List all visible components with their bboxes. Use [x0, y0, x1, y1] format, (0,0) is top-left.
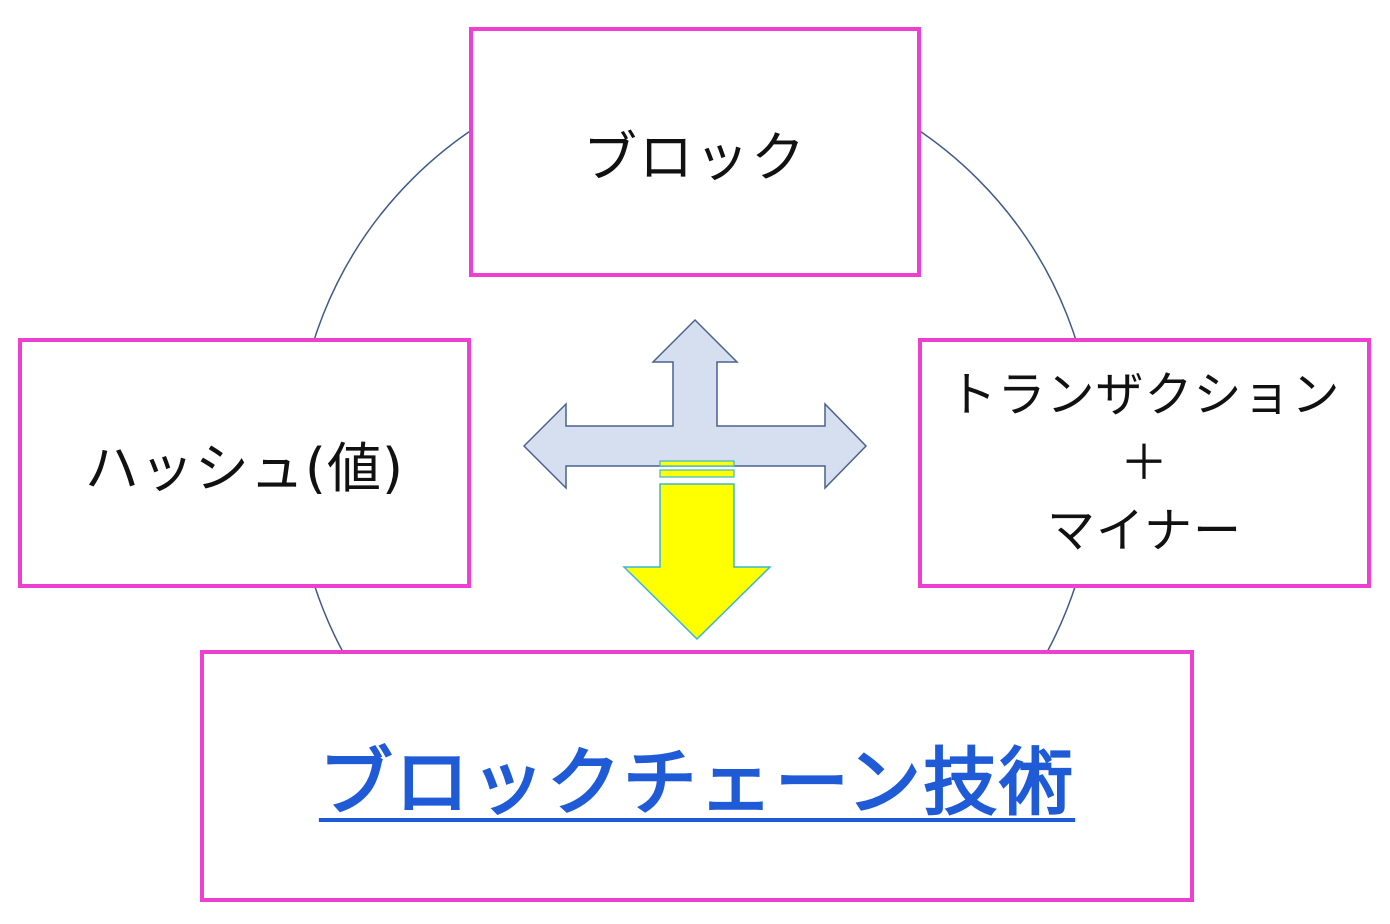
- miner-label: マイナー: [1046, 503, 1243, 559]
- plus-label: ＋: [1119, 435, 1169, 491]
- transaction-miner-box: トランザクション ＋ マイナー: [918, 338, 1371, 588]
- down-arrow-icon: [622, 460, 772, 641]
- hash-label: ハッシュ(値): [84, 436, 405, 500]
- blockchain-tech-box: ブロックチェーン技術: [200, 650, 1194, 902]
- block-label: ブロック: [583, 125, 807, 189]
- blockchain-tech-link[interactable]: ブロックチェーン技術: [318, 739, 1076, 826]
- transaction-label: トランザクション: [948, 367, 1341, 423]
- hash-box: ハッシュ(値): [18, 338, 471, 588]
- cross-arrow-icon: [522, 318, 868, 490]
- block-box: ブロック: [469, 27, 921, 277]
